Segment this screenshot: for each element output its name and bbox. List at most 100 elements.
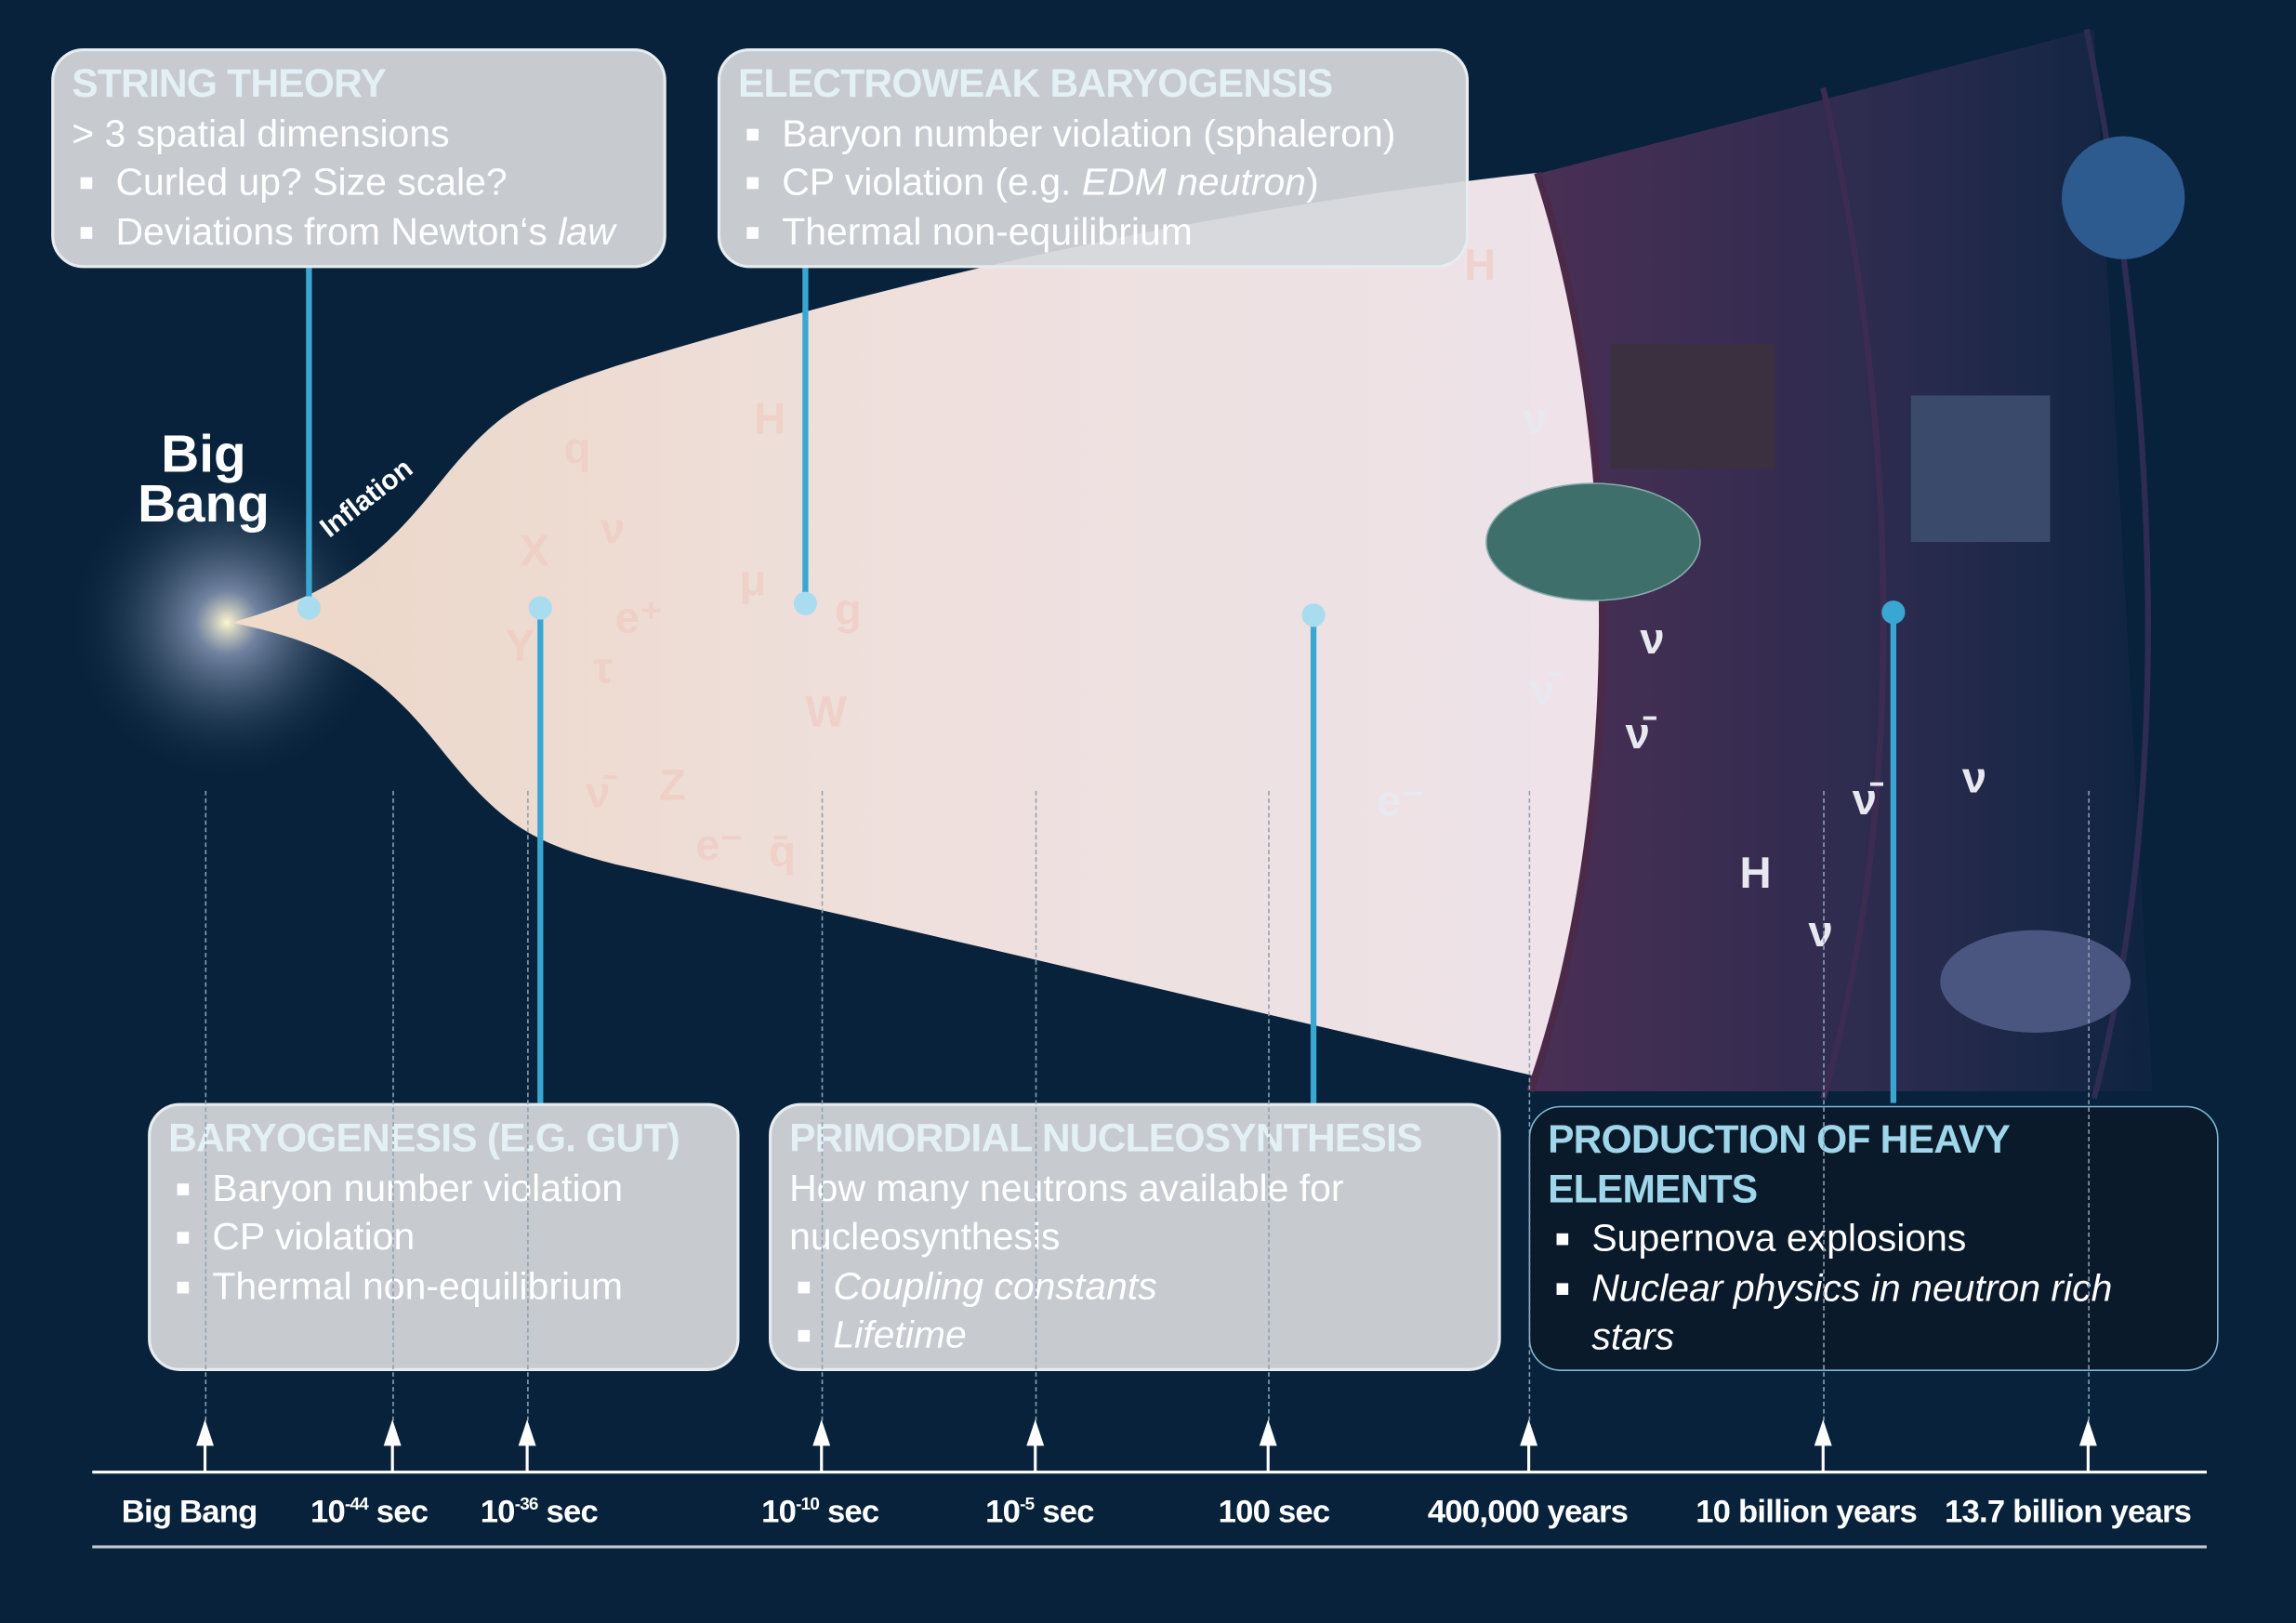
particle-symbol: ν [600, 505, 626, 554]
timeline-guide [1035, 790, 1037, 1421]
cmb-map-icon [1485, 482, 1701, 601]
box-title: PRODUCTION OF HEAVY ELEMENTS [1548, 1117, 2010, 1211]
box-lead: > 3 spatial dimensions [72, 110, 450, 155]
timeline-label: 100 sec [1218, 1492, 1331, 1531]
box-item: Thermal non-equilibrium [738, 207, 1448, 257]
timeline-label: 10-10 sec [761, 1492, 879, 1531]
particle-symbol: ν [1523, 395, 1548, 444]
spiral-galaxy-image [1940, 930, 2131, 1033]
particle-symbol: e⁻ [695, 822, 744, 871]
marker-dot [1301, 603, 1326, 627]
particle-symbol: ν̄ [586, 769, 611, 818]
early-universe-cone [231, 172, 1603, 1077]
particle-symbol: ν [1808, 907, 1833, 957]
box-item: Supernova explosions [1548, 1214, 2199, 1263]
particle-symbol: ν̄ [1625, 710, 1650, 759]
particle-symbol: ν [1961, 754, 1987, 803]
item-text: ) [1306, 159, 1319, 205]
item-italic: law [558, 208, 615, 253]
timeline-guide [527, 790, 529, 1421]
timeline-arrow-icon [2078, 1418, 2097, 1472]
timeline-arrow-icon [1814, 1418, 1832, 1472]
label-base: 10 billion years [1696, 1492, 1918, 1530]
label-base: 10 [985, 1492, 1021, 1530]
timeline-arrow-icon [812, 1418, 831, 1472]
label-base: 13.7 billion years [1944, 1492, 2192, 1530]
particle-symbol: X [520, 527, 549, 576]
particle-symbol: H [1464, 242, 1497, 291]
heavy-elements-box: PRODUCTION OF HEAVY ELEMENTS Supernova e… [1528, 1105, 2219, 1371]
timeline-arrow-icon [1520, 1418, 1538, 1472]
box-item: Baryon number violation [168, 1164, 719, 1213]
particle-symbol: τ [592, 644, 614, 693]
label-base: 10 [310, 1492, 346, 1530]
big-bang-word-1: Big [161, 423, 246, 484]
particle-symbol: e⁻ [1376, 777, 1425, 826]
box-item: Nuclear physics in neutron rich stars [1548, 1263, 2199, 1362]
timeline-guide [821, 790, 824, 1421]
box-title: ELECTROWEAK BARYOGENSIS [737, 61, 1333, 106]
label-base: Big Bang [121, 1492, 258, 1530]
box-lead: How many neutrons available for nucleosy… [789, 1165, 1344, 1259]
box-item: Curled up? Size scale? [72, 158, 646, 207]
timeline-arrow-icon [518, 1418, 536, 1472]
crab-nebula-image [1910, 395, 2051, 543]
late-universe-region [1530, 29, 2153, 1091]
particle-symbol: Y [505, 622, 535, 671]
connector-electroweak [802, 268, 809, 604]
timeline-label: Big Bang [121, 1492, 258, 1531]
big-bang-label: Big Bang [138, 423, 270, 534]
nucleosynthesis-box: PRIMORDIAL NUCLEOSYNTHESIS How many neut… [769, 1102, 1501, 1371]
timeline-guide [392, 790, 394, 1421]
timeline-label: 10-5 sec [985, 1493, 1094, 1531]
particle-symbol: ν̄ [1852, 776, 1878, 825]
connector-nucleosynthesis [1310, 614, 1317, 1103]
marker-dot [1881, 600, 1906, 625]
timeline-guide [1823, 790, 1825, 1421]
label-base: 100 sec [1218, 1492, 1331, 1530]
particle-symbol: g [834, 586, 862, 635]
item-italic: EDM neutron [1081, 159, 1307, 205]
box-item: CP violation (e.g. EDM neutron) [738, 158, 1448, 207]
box-title: PRIMORDIAL NUCLEOSYNTHESIS [789, 1115, 1422, 1161]
particle-symbol: q̄ [769, 827, 796, 877]
timeline-arrow-icon [1026, 1418, 1045, 1472]
particle-symbol: ν [1640, 614, 1665, 664]
label-exponent: -10 [796, 1493, 820, 1514]
label-base: 10 [480, 1492, 516, 1530]
item-text: Deviations from Newton‘s [115, 208, 559, 253]
label-base: 400,000 years [1427, 1492, 1629, 1530]
box-item: Coupling constants [789, 1262, 1481, 1312]
timeline-arrow-icon [196, 1418, 214, 1472]
timeline-arrow-icon [383, 1418, 402, 1472]
connector-heavy-elements [1890, 612, 1897, 1103]
marker-dot [793, 591, 818, 615]
big-bang-word-2: Bang [138, 472, 270, 534]
timeline-label: 10-44 sec [310, 1492, 429, 1531]
electroweak-box: ELECTROWEAK BARYOGENSIS Baryon number vi… [717, 48, 1470, 269]
item-text: CP violation (e.g. [782, 159, 1082, 205]
galaxy-cluster-image [1610, 344, 1775, 469]
timeline-guide [205, 790, 207, 1421]
timeline-label: 10 billion years [1696, 1492, 1918, 1531]
timeline-label: 10-36 sec [480, 1492, 599, 1531]
connector-baryogenesis [537, 607, 544, 1103]
label-unit: sec [1034, 1492, 1094, 1530]
label-unit: sec [819, 1492, 879, 1530]
baryogenesis-box: BARYOGENESIS (E.G. GUT) Baryon number vi… [148, 1102, 740, 1371]
marker-dot [297, 596, 321, 620]
timeline-guide [2088, 790, 2090, 1421]
box-item: Deviations from Newton‘s law [72, 207, 646, 257]
box-item: CP violation [168, 1213, 719, 1262]
earth-icon [2062, 136, 2185, 259]
marker-dot [528, 596, 552, 620]
connector-string-theory [306, 268, 312, 608]
particle-symbol: q [563, 424, 591, 473]
timeline-guide [1268, 790, 1270, 1421]
particle-symbol: H [754, 395, 786, 444]
timeline-guide [1528, 790, 1531, 1421]
particle-symbol: W [805, 688, 848, 737]
particle-symbol: e⁺ [614, 594, 663, 643]
particle-symbol: H [1739, 849, 1772, 898]
